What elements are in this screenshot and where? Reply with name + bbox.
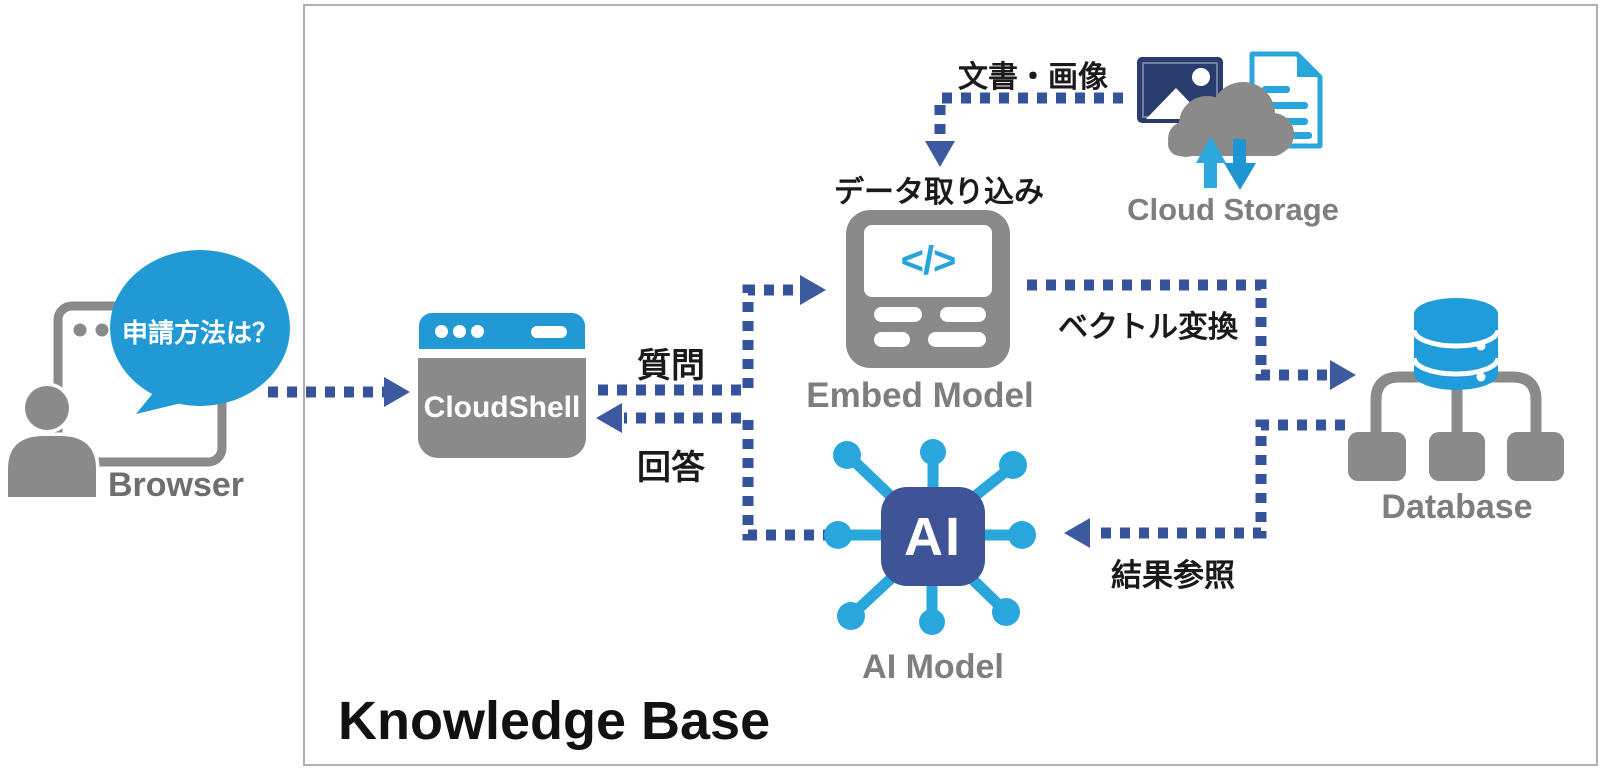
- database-cylinder-icon: [1411, 298, 1501, 390]
- window-dot-icon: [453, 325, 466, 338]
- arrow-vector-embed-to-database: [1027, 279, 1356, 390]
- window-bar-icon: [531, 326, 567, 338]
- cloudshell-titlebar: [419, 313, 585, 349]
- key-bar-icon: [874, 332, 910, 347]
- embed-device-icon: </>: [846, 210, 1010, 368]
- cloud-icon: [1168, 82, 1294, 157]
- arrow-label-question: 質問: [637, 347, 705, 385]
- knowledge-base-frame: [303, 4, 1598, 766]
- code-icon: </>: [864, 225, 992, 297]
- embed-model-label: Embed Model: [806, 376, 1034, 415]
- ai-chip-text: AI: [904, 506, 962, 567]
- key-bar-icon: [874, 307, 922, 322]
- ai-model-label: AI Model: [862, 648, 1004, 686]
- arrow-question-cloudshell-to-embed: [598, 275, 826, 396]
- arrow-answer-ai-to-cloudshell: [596, 403, 833, 541]
- knowledge-base-title: Knowledge Base: [338, 691, 771, 751]
- cloud-storage-label: Cloud Storage: [1127, 192, 1339, 227]
- arrow-label-docs-images: 文書・画像: [958, 61, 1108, 94]
- speech-bubble-text: 申請方法は？: [121, 319, 278, 348]
- database-label: Database: [1381, 488, 1533, 526]
- ai-chip-icon: AI: [881, 487, 985, 586]
- upload-arrow-icon: [1196, 136, 1226, 188]
- key-bar-icon: [928, 332, 986, 347]
- key-bar-icon: [940, 307, 986, 322]
- browser-label: Browser: [107, 466, 245, 504]
- window-dot-icon: [471, 325, 484, 338]
- window-dot-icon: [435, 325, 448, 338]
- arrow-result-database-to-ai: [1064, 419, 1345, 548]
- download-arrow-icon: [1224, 139, 1256, 190]
- person-icon: [4, 382, 100, 501]
- arrow-browser-to-cloudshell: [268, 377, 410, 407]
- arrow-label-answer: 回答: [637, 449, 705, 487]
- arrow-label-vector-convert: ベクトル変換: [1058, 311, 1238, 344]
- speech-bubble: [110, 250, 290, 414]
- arrow-docs-cloudstorage-to-embed: [925, 92, 1123, 167]
- database-icon: [1348, 298, 1564, 481]
- arrow-label-result-lookup: 結果参照: [1111, 558, 1235, 593]
- cloudshell-label: CloudShell: [418, 358, 586, 458]
- cloudshell-window-icon: CloudShell: [418, 312, 586, 458]
- arrow-label-data-ingest: データ取り込み: [834, 176, 1044, 209]
